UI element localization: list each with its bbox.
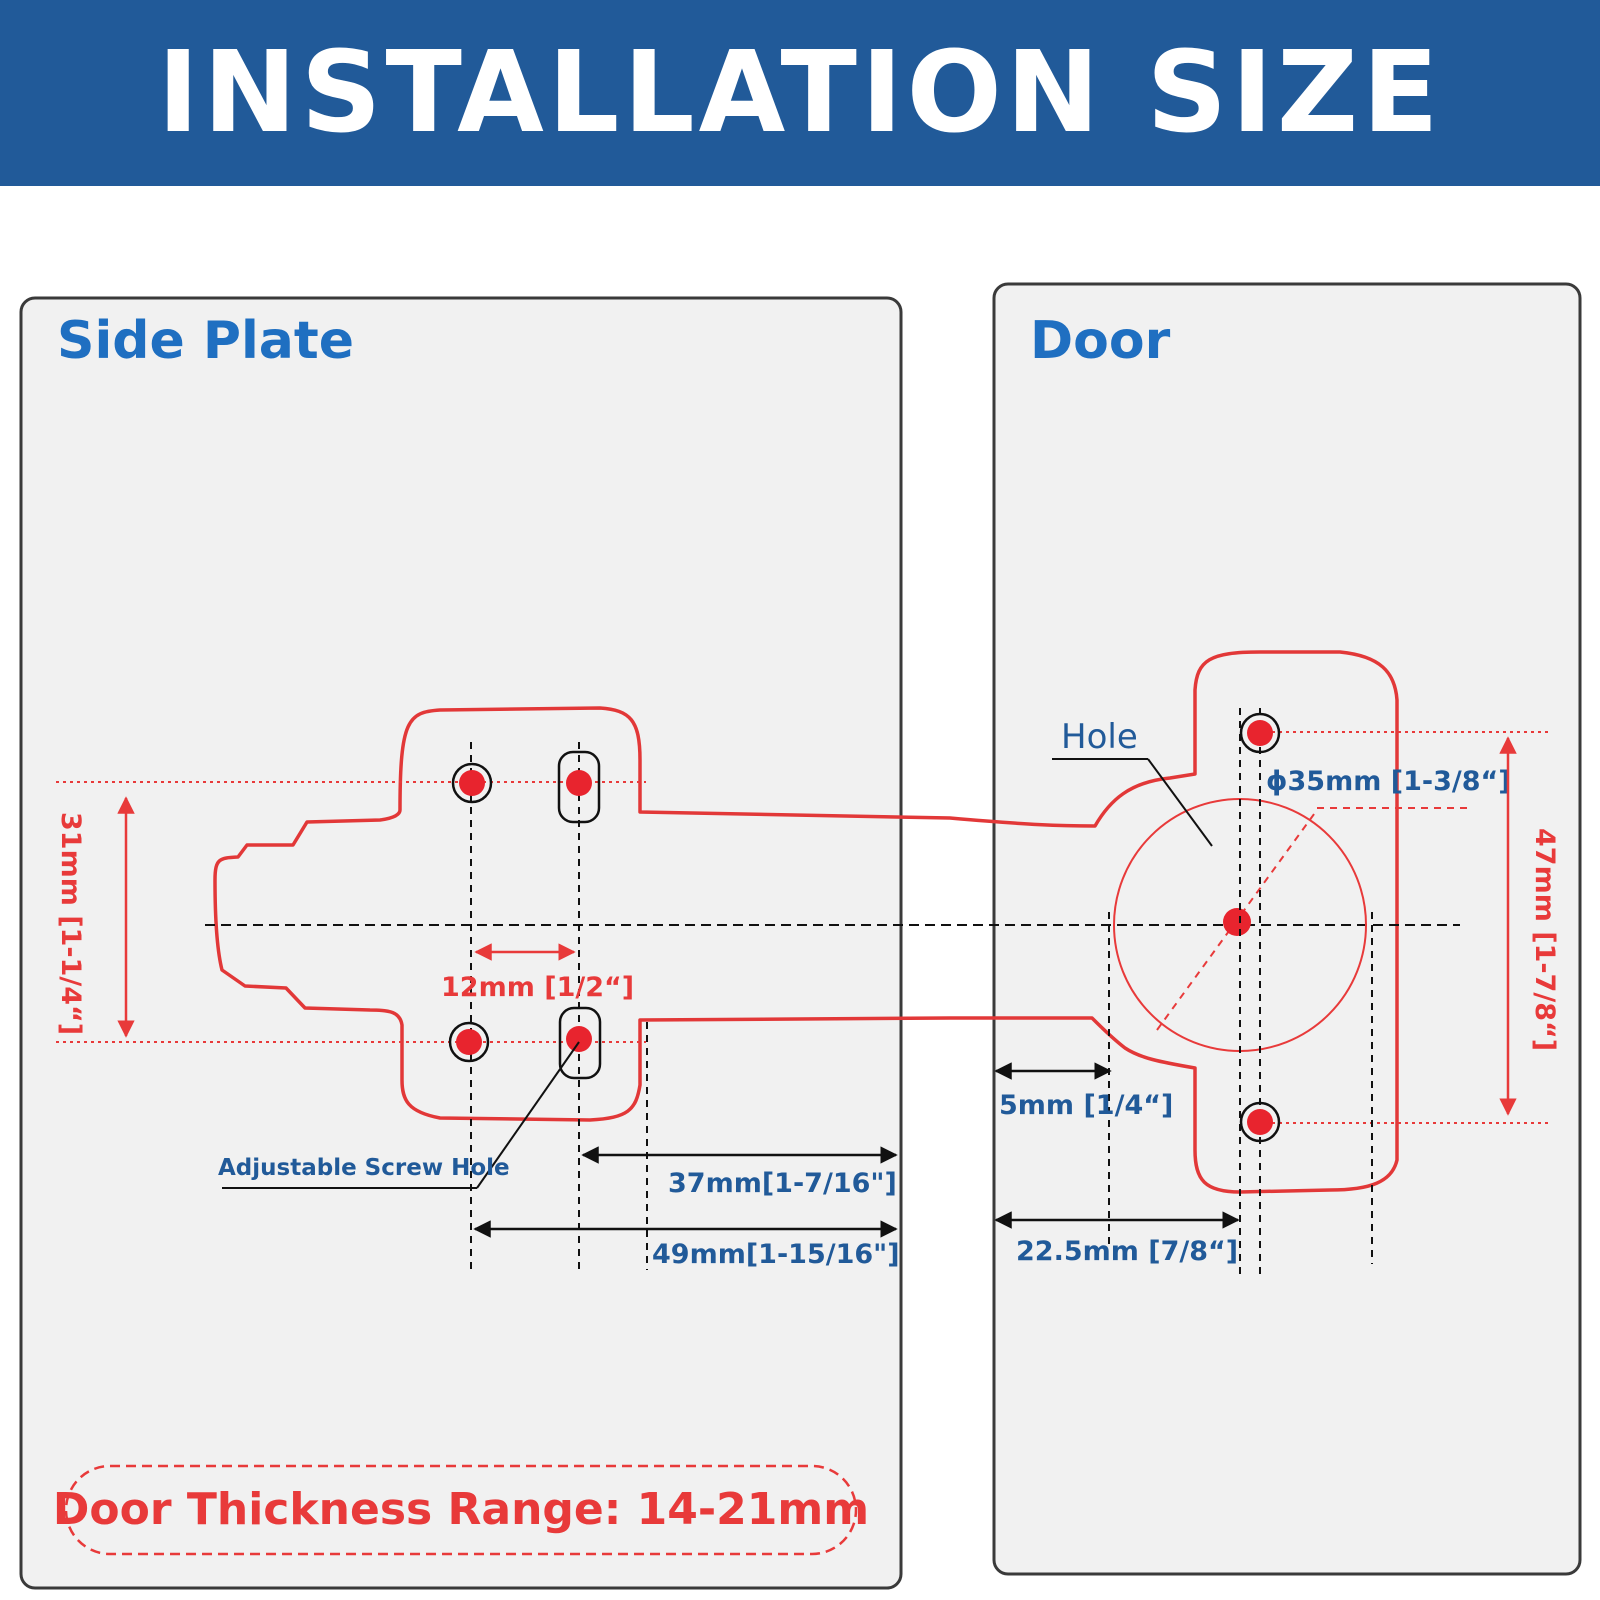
hole-label: Hole [1061,717,1138,757]
screw-hole-bottom-left-ring [448,1021,490,1063]
hinge-outline [213,650,1399,1194]
slot-top-right [557,750,601,824]
door-screw-hole-top-ring [1239,712,1281,754]
callout-leader-diagonal [476,1041,580,1189]
door-screw-hole-bottom-ring [1239,1101,1281,1143]
screw-hole-bottom-right [566,1026,592,1052]
door-screw-hole-bottom [1247,1109,1273,1135]
screw-hole-bottom-left [456,1029,482,1055]
hole-leader-line [1147,758,1213,847]
dim-47-label: 47mm [1-7/8“] [1529,828,1560,1051]
page-title: INSTALLATION SIZE [157,28,1443,158]
door-thickness-range-frame [64,1464,858,1556]
cup-hole-center [1223,908,1251,936]
dim-12-label: 12mm [1/2“] [441,972,634,1003]
slot-bottom-right [558,1006,602,1080]
dim-37-label: 37mm[1-7/16"] [668,1168,897,1199]
dim-5-label: 5mm [1/4“] [999,1090,1173,1121]
screw-hole-top-left [459,770,485,796]
dim-31-label: 31mm [1-1/4“] [55,812,86,1035]
door-screw-hole-top [1247,720,1273,746]
adjustable-screw-hole-label: Adjustable Screw Hole [218,1155,510,1181]
dim-49-label: 49mm[1-15/16"] [652,1239,900,1270]
header-banner: INSTALLATION SIZE [0,0,1600,186]
screw-hole-top-left-ring [451,762,493,804]
side-plate-title: Side Plate [57,311,354,371]
side-plate-panel [19,296,903,1590]
door-thickness-range-label: Door Thickness Range: 14-21mm [53,1484,869,1535]
screw-hole-top-right [566,770,592,796]
dim-22-label: 22.5mm [7/8“] [1016,1236,1238,1267]
door-panel [992,282,1582,1576]
dim-diameter-label: ϕ35mm [1-3/8“] [1266,766,1511,797]
door-title: Door [1030,311,1171,371]
